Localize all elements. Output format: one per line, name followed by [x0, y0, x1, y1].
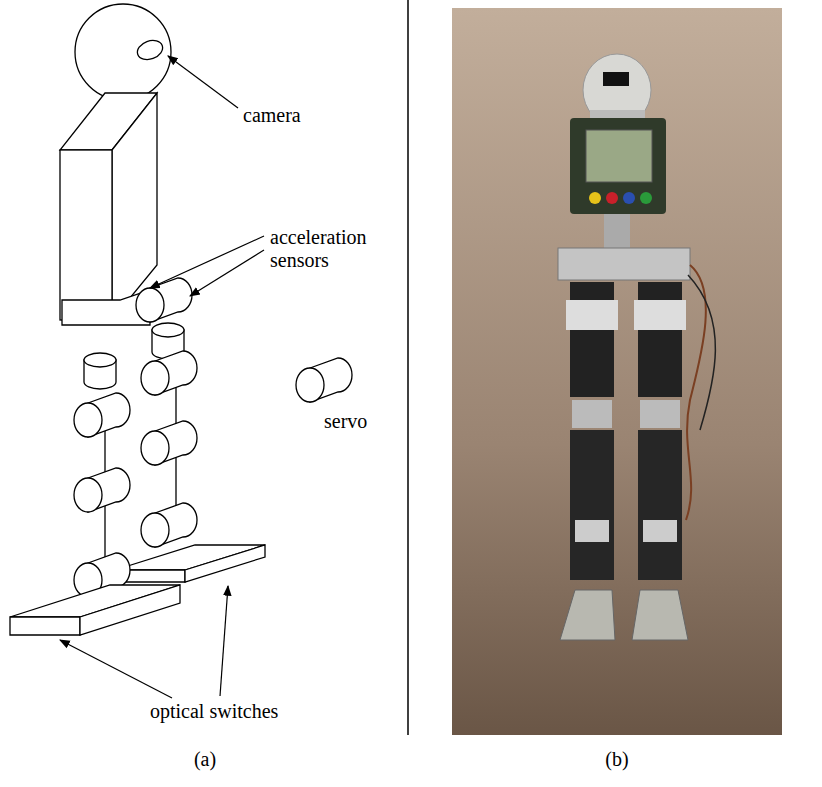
label-text: optical switches	[150, 700, 278, 722]
part-label: optical switches	[150, 700, 310, 723]
leader-lines	[60, 56, 264, 698]
robot-photo	[452, 8, 782, 735]
part-label: (b)	[577, 748, 657, 771]
divider-line	[407, 0, 409, 735]
label-text: servo	[324, 410, 367, 432]
label-text: (a)	[194, 748, 216, 770]
part-label: (a)	[165, 748, 245, 771]
robot-schematic	[10, 4, 352, 635]
part-label: acceleration sensors	[270, 226, 395, 272]
label-text: (b)	[605, 748, 628, 770]
part-label: servo	[324, 410, 394, 433]
label-text: camera	[243, 104, 301, 126]
part-label: camera	[243, 104, 333, 127]
label-text: acceleration sensors	[270, 226, 367, 271]
